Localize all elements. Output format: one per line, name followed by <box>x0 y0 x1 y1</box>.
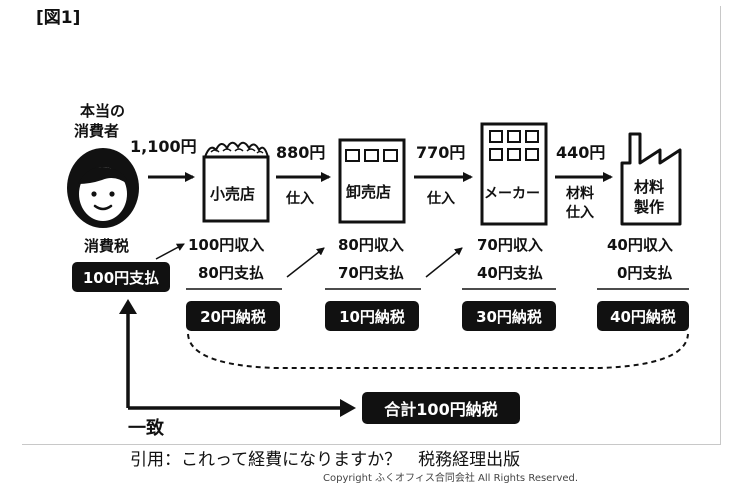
consumer-title-line2: 消費者 <box>74 122 120 140</box>
stage-retail-received: 100円収入 <box>188 236 265 254</box>
citation-caption: 引用：これって経費になりますか？ 税務経理出版 <box>130 450 521 470</box>
total-tax-badge: 合計100円納税 <box>362 392 520 424</box>
stage-factory-paid: 0円支払 <box>617 264 673 282</box>
stage-wholesale-paid: 70円支払 <box>338 264 404 282</box>
consumer-avatar-icon <box>67 148 139 228</box>
label-material-line1: 材料 <box>566 186 594 202</box>
consumer-tax-label: 消費税 <box>84 237 130 255</box>
maker-building-icon <box>480 122 548 226</box>
price-retailer-wholesaler: 880円 <box>276 143 326 162</box>
wholesale-store-icon <box>338 138 406 224</box>
stage-retail-tax-badge: 20円納税 <box>186 301 280 331</box>
retail-store-icon <box>202 141 270 223</box>
stage-factory-name-line1: 材料 <box>634 178 665 196</box>
label-material-line2: 仕入 <box>566 205 594 221</box>
stage-wholesale-name: 卸売店 <box>346 183 392 201</box>
match-label: 一致 <box>128 418 164 439</box>
stage-maker-tax-badge: 30円納税 <box>462 301 556 331</box>
stage-factory-received: 40円収入 <box>607 236 673 254</box>
stage-factory-tax-badge: 40円納税 <box>597 301 689 331</box>
figure-frame <box>22 6 721 445</box>
label-wholesale-purchase: 仕入 <box>427 191 455 207</box>
stage-maker-paid: 40円支払 <box>477 264 543 282</box>
price-consumer-retailer: 1,100円 <box>130 137 197 156</box>
price-maker-supplier: 440円 <box>556 143 606 162</box>
consumer-payment-badge: 100円支払 <box>72 262 170 292</box>
stage-maker-received: 70円収入 <box>477 236 543 254</box>
stage-maker-name: メーカー <box>484 186 540 202</box>
copyright-notice: Copyright ふくオフィス合同会社 All Rights Reserved… <box>323 473 579 484</box>
consumer-title-line1: 本当の <box>80 102 126 120</box>
stage-factory-name-line2: 製作 <box>634 198 665 216</box>
stage-wholesale-tax-badge: 10円納税 <box>325 301 419 331</box>
stage-retail-paid: 80円支払 <box>198 264 264 282</box>
factory-icon <box>620 132 682 226</box>
figure-label: [図1] <box>36 8 81 28</box>
stage-wholesale-received: 80円収入 <box>338 236 404 254</box>
price-wholesaler-maker: 770円 <box>416 143 466 162</box>
stage-retail-name: 小売店 <box>210 185 256 203</box>
label-retail-purchase: 仕入 <box>286 191 314 207</box>
